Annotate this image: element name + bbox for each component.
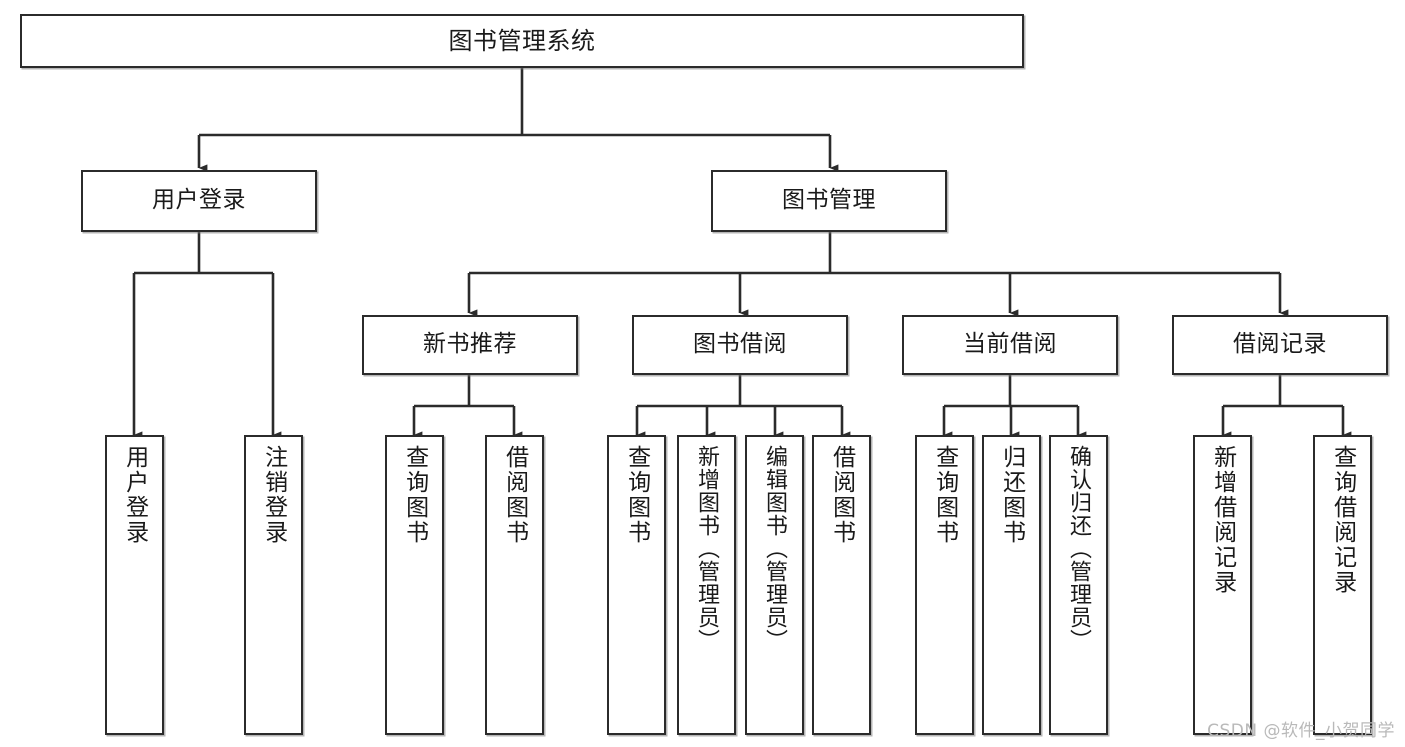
node-label: 用户登录 — [152, 187, 246, 214]
node-label: 图书管理系统 — [448, 26, 596, 55]
node-label: 查询图书 — [931, 445, 958, 545]
node-book-management[interactable]: 图书管理 — [711, 170, 947, 232]
node-label: 新书推荐 — [423, 331, 517, 358]
leaf-record-query-record[interactable]: 查询借阅记录 — [1313, 435, 1372, 735]
node-book-borrow[interactable]: 图书借阅 — [632, 315, 848, 375]
node-label: 新增借阅记录 — [1209, 445, 1236, 595]
leaf-user-login-logout[interactable]: 注销登录 — [244, 435, 303, 735]
leaf-user-login-login[interactable]: 用户登录 — [105, 435, 164, 735]
leaf-current-confirm-return-admin[interactable]: 确认归还（管理员） — [1049, 435, 1108, 735]
node-label: 当前借阅 — [963, 331, 1057, 358]
node-borrow-record[interactable]: 借阅记录 — [1172, 315, 1388, 375]
leaf-current-query-book[interactable]: 查询图书 — [915, 435, 974, 735]
node-label: 查询图书 — [623, 445, 650, 545]
node-root-system[interactable]: 图书管理系统 — [20, 14, 1024, 68]
leaf-borrow-query-book[interactable]: 查询图书 — [607, 435, 666, 735]
node-label: 确认归还（管理员） — [1066, 445, 1092, 652]
leaf-borrow-borrow-book[interactable]: 借阅图书 — [812, 435, 871, 735]
node-label: 编辑图书（管理员） — [762, 445, 788, 652]
node-current-borrow[interactable]: 当前借阅 — [902, 315, 1118, 375]
node-new-book-recommend[interactable]: 新书推荐 — [362, 315, 578, 375]
node-label: 图书借阅 — [693, 331, 787, 358]
leaf-borrow-edit-book-admin[interactable]: 编辑图书（管理员） — [745, 435, 804, 735]
leaf-borrow-add-book-admin[interactable]: 新增图书（管理员） — [677, 435, 736, 735]
node-user-login[interactable]: 用户登录 — [81, 170, 317, 232]
node-label: 新增图书（管理员） — [694, 445, 720, 652]
leaf-record-add-record[interactable]: 新增借阅记录 — [1193, 435, 1252, 735]
node-label: 借阅图书 — [828, 445, 855, 545]
node-label: 用户登录 — [121, 445, 148, 545]
leaf-current-return-book[interactable]: 归还图书 — [982, 435, 1041, 735]
node-label: 借阅图书 — [501, 445, 528, 545]
leaf-recommend-query-book[interactable]: 查询图书 — [385, 435, 444, 735]
node-label: 查询图书 — [401, 445, 428, 545]
node-label: 归还图书 — [998, 445, 1025, 545]
node-label: 查询借阅记录 — [1329, 445, 1356, 595]
node-label: 注销登录 — [260, 445, 287, 545]
node-label: 借阅记录 — [1233, 331, 1327, 358]
leaf-recommend-borrow-book[interactable]: 借阅图书 — [485, 435, 544, 735]
node-label: 图书管理 — [782, 187, 876, 214]
watermark-text: CSDN @软件_小贺同学 — [1207, 721, 1395, 741]
